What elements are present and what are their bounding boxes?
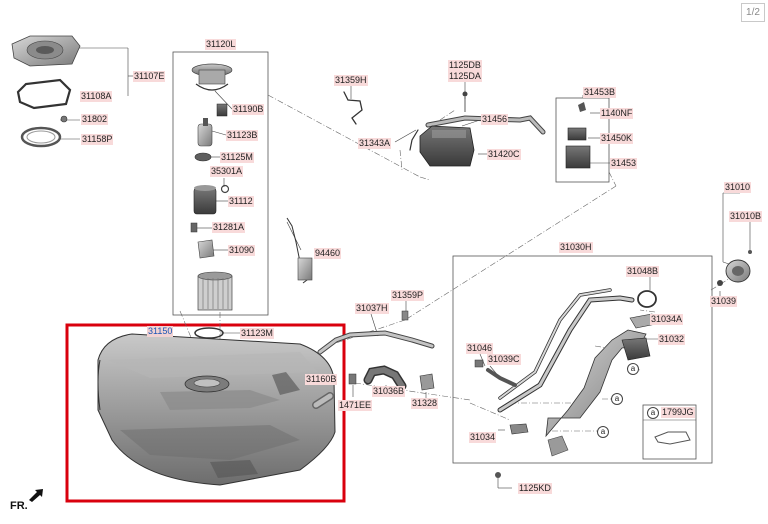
part-label-31037H[interactable]: 31037H <box>355 303 389 314</box>
part-label-31090[interactable]: 31090 <box>228 245 256 256</box>
legend-callout-a: a <box>647 407 659 419</box>
part-label-31420C[interactable]: 31420C <box>487 149 521 160</box>
part-label-94460[interactable]: 94460 <box>314 248 342 259</box>
part-label-31456[interactable]: 31456 <box>481 114 509 125</box>
filler-heat-shield-shape <box>545 329 647 438</box>
part-label-1125DA[interactable]: 1125DA <box>448 71 482 82</box>
highlight-box-fuel-tank <box>65 323 346 503</box>
hoses-and-pipes <box>312 91 635 413</box>
part-label-1140NF[interactable]: 1140NF <box>600 108 634 119</box>
front-arrow-icon <box>29 489 43 502</box>
legend-box <box>642 404 697 460</box>
part-label-31032[interactable]: 31032 <box>658 334 686 345</box>
fuel-pump-parts <box>190 63 313 339</box>
group-box-fuel-pump <box>172 51 269 316</box>
part-label-31150[interactable]: 31150 <box>147 326 174 337</box>
lock-ring-shape <box>20 126 62 148</box>
part-label-1125KD[interactable]: 1125KD <box>518 483 552 494</box>
callout-a-3: a <box>597 426 609 438</box>
part-label-31046[interactable]: 31046 <box>466 343 494 354</box>
part-label-35301A[interactable]: 35301A <box>210 166 244 177</box>
part-label-31010B[interactable]: 31010B <box>729 211 763 222</box>
group-box-filler-neck <box>452 255 713 464</box>
callout-a-1: a <box>627 363 639 375</box>
part-label-31359P[interactable]: 31359P <box>391 290 425 301</box>
orientation-label: FR. <box>10 500 28 512</box>
part-label-31123M[interactable]: 31123M <box>240 328 274 339</box>
part-label-31802[interactable]: 31802 <box>81 114 109 125</box>
part-label-31039C[interactable]: 31039C <box>487 354 521 365</box>
part-label-31343A[interactable]: 31343A <box>358 138 392 149</box>
part-label-31030H[interactable]: 31030H <box>559 242 593 253</box>
part-label-31158P[interactable]: 31158P <box>81 134 114 145</box>
part-label-31359H[interactable]: 31359H <box>334 75 368 86</box>
part-label-31120L[interactable]: 31120L <box>205 39 237 50</box>
part-label-31281A[interactable]: 31281A <box>212 222 246 233</box>
part-label-1125DB[interactable]: 1125DB <box>448 60 482 71</box>
bolt-shape <box>60 115 68 123</box>
part-label-31107E[interactable]: 31107E <box>133 71 166 82</box>
part-label-31112[interactable]: 31112 <box>228 196 254 207</box>
canister-shape <box>419 91 591 169</box>
gasket-shape <box>16 78 72 110</box>
callout-a-2: a <box>611 393 623 405</box>
part-label-31160B[interactable]: 31160B <box>305 374 338 385</box>
part-label-1471EE[interactable]: 1471EE <box>338 400 373 411</box>
part-label-31036B[interactable]: 31036B <box>372 386 406 397</box>
fuel-inlet-shape <box>621 250 752 361</box>
part-label-31123B[interactable]: 31123B <box>226 130 259 141</box>
part-label-31125M[interactable]: 31125M <box>220 152 254 163</box>
part-label-31453B[interactable]: 31453B <box>583 87 617 98</box>
part-label-31010[interactable]: 31010 <box>724 182 752 193</box>
part-label-31328[interactable]: 31328 <box>411 398 439 409</box>
fuel-tank-shape <box>97 333 336 486</box>
part-label-31453[interactable]: 31453 <box>610 158 638 169</box>
part-label-31450K[interactable]: 31450K <box>600 133 634 144</box>
part-label-31034[interactable]: 31034 <box>469 432 497 443</box>
part-label-31034A[interactable]: 31034A <box>650 314 684 325</box>
part-label-31108A[interactable]: 31108A <box>80 91 113 102</box>
part-label-31190B[interactable]: 31190B <box>232 104 265 115</box>
part-label-31048B[interactable]: 31048B <box>626 266 660 277</box>
part-label-31039[interactable]: 31039 <box>710 296 738 307</box>
fittings <box>348 310 691 478</box>
legend-part-label-1799JG[interactable]: 1799JG <box>661 407 695 418</box>
page-indicator[interactable]: 1/2 <box>741 3 765 22</box>
